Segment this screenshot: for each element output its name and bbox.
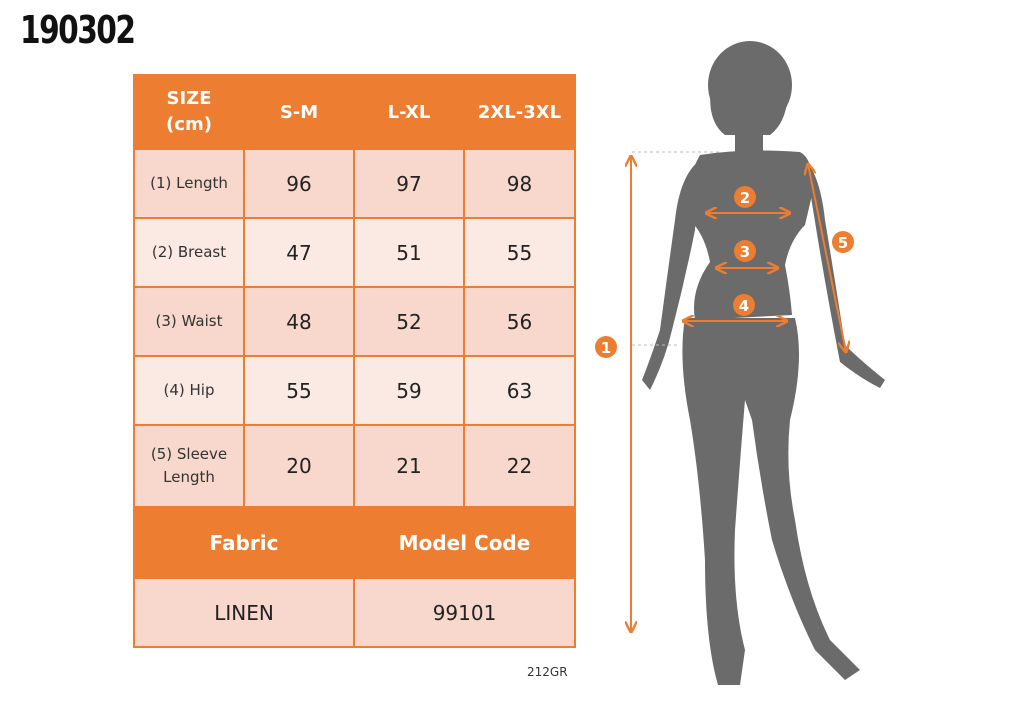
table-cell: 51 xyxy=(353,217,465,288)
size-header-row: SIZE (cm) S-M L-XL 2XL-3XL xyxy=(133,74,576,150)
table-row: (4) Hip 55 59 63 xyxy=(133,355,576,426)
table-cell: 20 xyxy=(243,424,355,508)
table-cell: 22 xyxy=(463,424,576,508)
table-row: (3) Waist 48 52 56 xyxy=(133,286,576,357)
body-measurement-figure: 1 2 3 4 5 xyxy=(595,41,885,685)
product-code-title: 190302 xyxy=(20,8,136,52)
column-header-2xl-3xl: 2XL-3XL xyxy=(463,74,576,150)
marker-4-icon: 4 xyxy=(733,294,755,316)
row-label-sleeve-length: (5) Sleeve Length xyxy=(133,424,245,508)
column-header-l-xl: L-XL xyxy=(353,74,465,150)
sleeve-arrow xyxy=(808,164,846,352)
table-row: (1) Length 96 97 98 xyxy=(133,148,576,219)
table-cell: 55 xyxy=(243,355,355,426)
marker-label: 5 xyxy=(838,234,848,252)
row-label-hip: (4) Hip xyxy=(133,355,245,426)
column-header-s-m: S-M xyxy=(243,74,355,150)
size-chart-table: SIZE (cm) S-M L-XL 2XL-3XL (1) Length 96… xyxy=(133,74,576,648)
marker-1-icon: 1 xyxy=(595,336,617,358)
table-row: (2) Breast 47 51 55 xyxy=(133,217,576,288)
table-cell: 55 xyxy=(463,217,576,288)
size-header-cell: SIZE (cm) xyxy=(133,74,245,150)
row-label-line: (5) Sleeve xyxy=(150,445,228,463)
table-cell: 63 xyxy=(463,355,576,426)
row-label-length: (1) Length xyxy=(133,148,245,219)
fabric-value: LINEN xyxy=(133,577,355,648)
marker-label: 1 xyxy=(601,339,611,357)
marker-label: 2 xyxy=(740,189,750,207)
footer-value-row: LINEN 99101 xyxy=(133,577,576,648)
table-cell: 56 xyxy=(463,286,576,357)
table-cell: 48 xyxy=(243,286,355,357)
row-label-line: Length xyxy=(163,468,215,486)
size-header-line-1: SIZE xyxy=(166,88,212,109)
table-cell: 52 xyxy=(353,286,465,357)
model-code-header: Model Code xyxy=(353,506,576,579)
size-header-line-2: (cm) xyxy=(166,114,212,135)
woman-silhouette-icon xyxy=(642,41,885,685)
table-cell: 98 xyxy=(463,148,576,219)
marker-label: 3 xyxy=(740,243,750,261)
model-code-value: 99101 xyxy=(353,577,576,648)
table-cell: 47 xyxy=(243,217,355,288)
reference-code: 212GR xyxy=(527,665,568,679)
row-label-waist: (3) Waist xyxy=(133,286,245,357)
table-row: (5) Sleeve Length 20 21 22 xyxy=(133,424,576,508)
marker-2-icon: 2 xyxy=(734,186,756,208)
footer-header-row: Fabric Model Code xyxy=(133,506,576,579)
table-cell: 21 xyxy=(353,424,465,508)
table-cell: 59 xyxy=(353,355,465,426)
marker-label: 4 xyxy=(739,297,749,315)
marker-3-icon: 3 xyxy=(734,240,756,262)
table-cell: 96 xyxy=(243,148,355,219)
row-label-breast: (2) Breast xyxy=(133,217,245,288)
marker-5-icon: 5 xyxy=(832,231,854,253)
fabric-header: Fabric xyxy=(133,506,355,579)
table-cell: 97 xyxy=(353,148,465,219)
